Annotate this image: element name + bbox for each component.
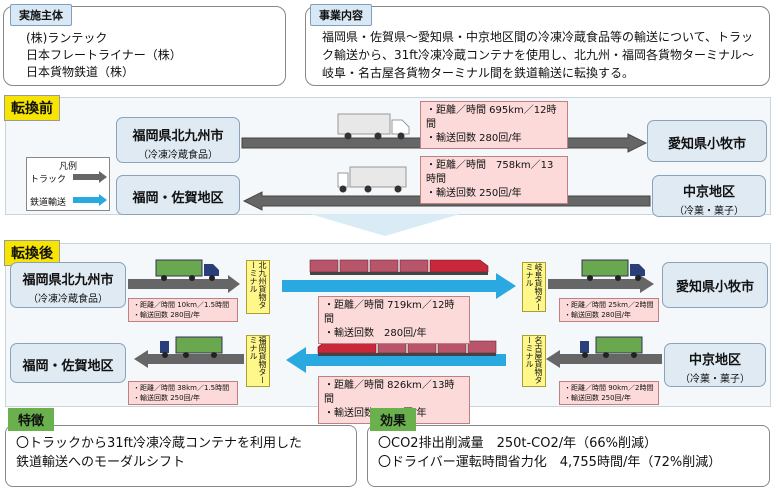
after-dest-chukyo: 中京地区 （冷菓・菓子） xyxy=(664,343,766,387)
before-info-top: ・距離／時間 695km／12時間 ・輸送回数 280回/年 xyxy=(420,101,568,149)
place-name: 愛知県小牧市 xyxy=(675,280,754,295)
trip-count: ・輸送回数 250回/年 xyxy=(426,188,522,199)
place-name: 福岡県北九州市 xyxy=(132,129,224,144)
business-box xyxy=(305,6,770,86)
distance-time: ・距離／時間 695km／12時間 xyxy=(426,105,557,130)
trip-count: ・輸送回数 280回/年 xyxy=(426,133,522,144)
trip-count: ・輸送回数 250回/年 xyxy=(564,394,631,402)
trip-count: ・輸送回数 280回/年 xyxy=(133,311,200,319)
truck-icon-after-br xyxy=(580,336,643,358)
effects-tag: 効果 xyxy=(370,408,417,431)
terminal-nagoya: 名古屋貨物ターミナル xyxy=(522,335,546,387)
rail-arrow-east xyxy=(282,273,516,299)
before-origin-kitakyushu: 福岡県北九州市 （冷凍冷蔵食品） xyxy=(116,117,240,163)
terminal-gifu: 岐阜貨物ターミナル xyxy=(522,262,546,312)
truck-icon-after-bl xyxy=(160,336,223,358)
terminal-kitakyushu: 北九州貨物ターミナル xyxy=(246,260,270,314)
after-info-rail-top: ・距離／時間 719km／12時間 ・輸送回数 280回/年 xyxy=(318,296,470,344)
place-name: 中京地区 xyxy=(688,353,741,368)
after-info-truck-br: ・距離／時間 90km／2時間 ・輸送回数 250回/年 xyxy=(559,381,659,405)
after-label: 転換後 xyxy=(4,240,60,266)
trip-count: ・輸送回数 280回/年 xyxy=(324,328,427,339)
implementer-list: (株)ランテック 日本フレートライナー（株） 日本貨物鉄道（株） xyxy=(26,30,182,81)
legend: 凡例 トラック 鉄道輸送 xyxy=(26,157,110,211)
after-dest-komaki: 愛知県小牧市 xyxy=(662,262,768,308)
distance-time: ・距離／時間 90km／2時間 xyxy=(564,384,654,392)
implementer-tag: 実施主体 xyxy=(10,4,72,26)
business-tag: 事業内容 xyxy=(310,4,372,26)
after-origin-fukuoka-saga: 福岡・佐賀地区 xyxy=(10,343,126,383)
place-sub: （冷菓・菓子） xyxy=(674,206,744,217)
implementer-2: 日本フレートライナー（株） xyxy=(26,48,182,62)
before-dest-chukyo: 中京地区 （冷菓・菓子） xyxy=(652,175,766,217)
before-label: 転換前 xyxy=(4,95,60,121)
place-name: 愛知県小牧市 xyxy=(667,137,746,152)
place-name: 中京地区 xyxy=(682,185,735,200)
trip-count: ・輸送回数 280回/年 xyxy=(564,311,631,319)
feature-line-1: 〇トラックから31ft冷凍冷蔵コンテナを利用した xyxy=(16,436,302,451)
before-origin-fukuoka-saga: 福岡・佐賀地区 xyxy=(116,175,240,215)
after-info-truck-bl: ・距離／時間 38km／1.5時間 ・輸送回数 250回/年 xyxy=(128,381,238,405)
features-box: 〇トラックから31ft冷凍冷蔵コンテナを利用した 鉄道輸送へのモーダルシフト xyxy=(5,425,357,487)
after-info-truck-tr: ・距離／時間 25km／2時間 ・輸送回数 280回/年 xyxy=(559,298,659,322)
effect-line-2: 〇ドライバー運転時間省力化 4,755時間/年（72%削減） xyxy=(378,455,722,470)
truck-icon-after-tl xyxy=(155,259,219,281)
implementer-3: 日本貨物鉄道（株） xyxy=(26,65,135,79)
distance-time: ・距離／時間 25km／2時間 xyxy=(564,301,654,309)
distance-time: ・距離／時間 826km／13時間 xyxy=(324,380,455,405)
legend-truck-arrow xyxy=(73,171,107,183)
train-icon-top xyxy=(309,259,489,275)
place-name: 福岡県北九州市 xyxy=(22,273,114,288)
after-info-truck-tl: ・距離／時間 10km／1.5時間 ・輸送回数 280回/年 xyxy=(128,298,238,322)
after-origin-kitakyushu: 福岡県北九州市 （冷凍冷蔵食品） xyxy=(10,262,126,308)
truck-icon-before-bottom xyxy=(337,166,407,193)
trip-count: ・輸送回数 250回/年 xyxy=(133,394,200,402)
legend-truck-label: トラック xyxy=(30,175,67,185)
legend-arrows xyxy=(73,171,107,206)
business-text: 福岡県・佐賀県～愛知県・中京地区間の冷凍冷蔵食品等の輸送について、トラック輸送か… xyxy=(322,30,754,80)
legend-rail-arrow xyxy=(73,194,107,206)
place-sub: （冷凍冷蔵食品） xyxy=(28,294,108,305)
truck-arrow-tr xyxy=(548,275,654,293)
before-dest-komaki: 愛知県小牧市 xyxy=(647,120,767,162)
place-sub: （冷菓・菓子） xyxy=(680,374,750,385)
distance-time: ・距離／時間 38km／1.5時間 xyxy=(133,384,230,392)
train-icon-bottom xyxy=(317,340,497,356)
truck-icon-after-tr xyxy=(581,259,645,281)
place-sub: （冷凍冷蔵食品） xyxy=(138,150,218,161)
truck-icon-before-top xyxy=(337,113,410,140)
before-info-bottom: ・距離／時間 758km／13時間 ・輸送回数 250回/年 xyxy=(420,156,568,204)
effects-box: 〇CO2排出削減量 250t-CO2/年（66%削減） 〇ドライバー運転時間省力… xyxy=(367,425,770,487)
legend-rail-label: 鉄道輸送 xyxy=(30,198,67,208)
distance-time: ・距離／時間 10km／1.5時間 xyxy=(133,301,230,309)
place-name: 福岡・佐賀地区 xyxy=(22,359,114,374)
terminal-fukuoka: 福岡貨物ターミナル xyxy=(246,335,270,387)
implementer-1: (株)ランテック xyxy=(26,31,108,45)
features-tag: 特徴 xyxy=(8,408,55,431)
distance-time: ・距離／時間 758km／13時間 xyxy=(426,160,554,185)
feature-line-2: 鉄道輸送へのモーダルシフト xyxy=(16,455,186,470)
place-name: 福岡・佐賀地区 xyxy=(132,191,224,206)
distance-time: ・距離／時間 719km／12時間 xyxy=(324,300,455,325)
legend-title: 凡例 xyxy=(59,162,78,172)
effect-line-1: 〇CO2排出削減量 250t-CO2/年（66%削減） xyxy=(378,436,658,451)
rail-arrow-west xyxy=(286,347,506,373)
